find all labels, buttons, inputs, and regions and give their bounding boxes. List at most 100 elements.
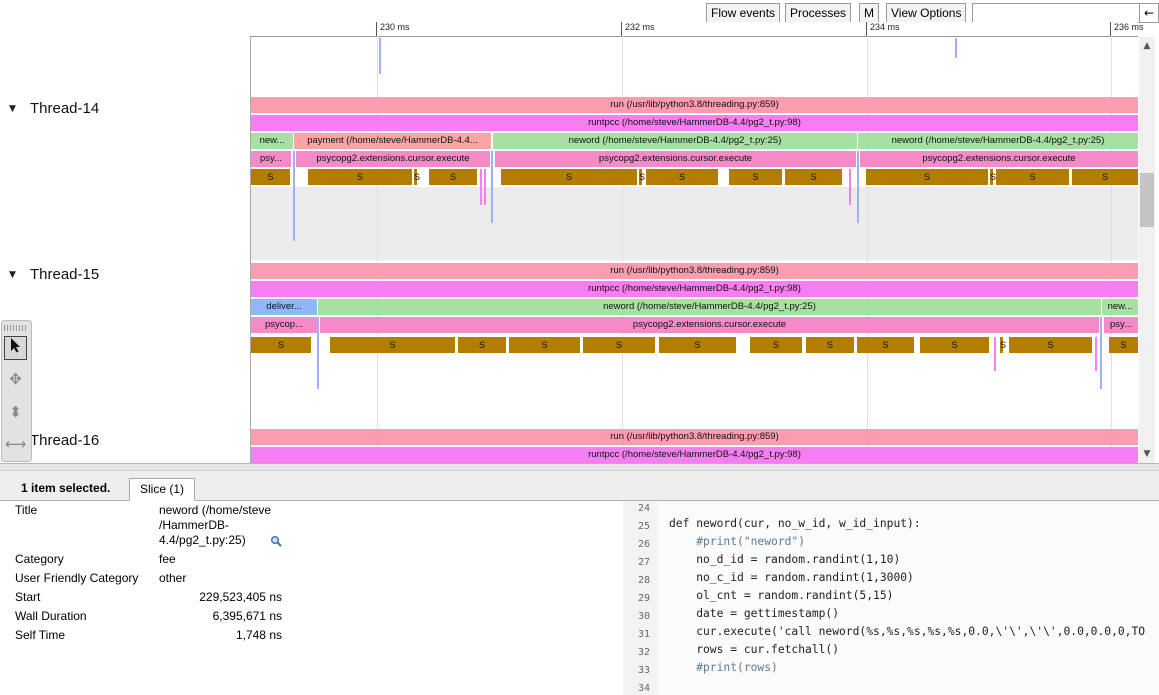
slice-sleep[interactable]: S (330, 337, 455, 353)
slice-sleep[interactable]: S (785, 169, 842, 185)
slice-neword[interactable]: new... (1102, 299, 1138, 315)
slice-neword[interactable]: new... (251, 133, 293, 149)
slice-sleep[interactable]: S (857, 337, 914, 353)
line-number: 27 (637, 557, 650, 568)
user-friendly-category-label: User Friendly Category (15, 571, 139, 585)
scrollbar-thumb[interactable] (1140, 173, 1154, 227)
title-value-line[interactable]: neword (/home/steve (159, 503, 272, 517)
line-number: 26 (637, 539, 650, 550)
slice-sleep[interactable]: S (414, 169, 420, 185)
event-mark (484, 169, 486, 205)
ruler-tick: 236 ms (1110, 22, 1144, 36)
slice-sleep[interactable]: S (996, 169, 1069, 185)
slice-execute[interactable]: psy... (251, 151, 291, 167)
slice-runtpcc[interactable]: runtpcc (/home/steve/HammerDB-4.4/pg2_t.… (251, 447, 1138, 463)
slice-payment[interactable]: payment (/home/steve/HammerDB-4.4... (294, 133, 491, 149)
slice-sleep[interactable]: S (990, 169, 996, 185)
event-mark (379, 38, 381, 74)
line-number: 31 (637, 629, 650, 640)
slice-sleep[interactable]: S (646, 169, 718, 185)
code-line: #print(rows) (669, 661, 778, 674)
slice-deliver[interactable]: deliver... (251, 299, 317, 315)
slice-sleep[interactable]: S (866, 169, 988, 185)
flow-events-button[interactable]: Flow events (706, 3, 781, 23)
event-mark (849, 169, 851, 205)
line-number: 24 (637, 503, 650, 514)
slice-neword[interactable]: neword (/home/steve/HammerDB-4.4/pg2_t.p… (493, 133, 857, 149)
slice-run[interactable]: run (/usr/lib/python3.8/threading.py:859… (251, 263, 1138, 279)
slice-sleep[interactable]: S (583, 337, 655, 353)
start-value: 229,523,405 ns (199, 590, 282, 604)
code-line: ol_cnt = random.randint(5,15) (669, 589, 894, 602)
palette-grip[interactable] (4, 325, 28, 331)
arrow-left-icon: ← (1143, 6, 1155, 20)
source-gutter (623, 501, 658, 695)
event-mark (317, 317, 319, 389)
selection-count: 1 item selected. (21, 481, 111, 495)
event-mark (1095, 337, 1097, 371)
slice-execute[interactable]: psy... (1104, 317, 1138, 333)
slice-sleep[interactable]: S (750, 337, 802, 353)
code-line: def neword(cur, no_w_id, w_id_input): (669, 517, 921, 530)
view-options-button[interactable]: View Options (886, 3, 967, 23)
category-label: Category (15, 552, 64, 566)
collapse-thread-15-icon[interactable]: ▼ (9, 270, 16, 280)
slice-sleep[interactable]: S (1072, 169, 1138, 185)
slice-sleep[interactable]: S (729, 169, 782, 185)
slice-execute[interactable]: psycopg2.extensions.cursor.execute (320, 317, 1099, 333)
vertical-scrollbar[interactable] (1139, 37, 1155, 463)
title-value-line[interactable]: /HammerDB- (159, 518, 230, 532)
collapse-thread-14-icon[interactable]: ▼ (9, 104, 16, 114)
slice-sleep[interactable]: S (458, 337, 506, 353)
slice-sleep[interactable]: S (509, 337, 580, 353)
time-ruler (250, 22, 1138, 37)
slice-execute[interactable]: psycopg2.extensions.cursor.execute (860, 151, 1138, 167)
line-number: 32 (637, 647, 650, 658)
slice-neword[interactable]: neword (/home/steve/HammerDB-4.4/pg2_t.p… (318, 299, 1101, 315)
code-line: cur.execute('call neword(%s,%s,%s,%s,%s,… (669, 625, 1146, 638)
slice-sleep[interactable]: S (429, 169, 477, 185)
slice-run[interactable]: run (/usr/lib/python3.8/threading.py:859… (251, 97, 1138, 113)
slice-execute[interactable]: psycopg2.extensions.cursor.execute (495, 151, 856, 167)
wall-duration-value: 6,395,671 ns (212, 609, 282, 623)
scroll-down-icon[interactable]: ▼ (1143, 449, 1151, 459)
scroll-up-icon[interactable]: ▲ (1143, 41, 1151, 51)
search-input[interactable] (972, 3, 1140, 23)
slice-runtpcc[interactable]: runtpcc (/home/steve/HammerDB-4.4/pg2_t.… (251, 281, 1138, 297)
metadata-button[interactable]: M (859, 3, 879, 23)
line-number: 25 (637, 521, 650, 532)
slice-sleep[interactable]: S (1000, 337, 1006, 353)
event-mark (1100, 317, 1102, 389)
search-prev-button[interactable]: ← (1140, 3, 1159, 23)
slice-sleep[interactable]: S (1009, 337, 1092, 353)
slice-sleep[interactable]: S (251, 337, 311, 353)
slice-sleep[interactable]: S (251, 169, 290, 185)
slice-sleep[interactable]: S (308, 169, 412, 185)
slice-sleep[interactable]: S (1109, 337, 1138, 353)
pan-tool-icon[interactable]: ✥ (9, 370, 22, 388)
timing-tool-icon[interactable]: ⟷ (4, 435, 27, 453)
zoom-tool-icon[interactable]: ⬍ (9, 403, 22, 421)
slice-execute[interactable]: psycopg2.extensions.cursor.execute (296, 151, 490, 167)
slice-sleep[interactable]: S (806, 337, 854, 353)
grid-line (867, 36, 868, 463)
line-number: 28 (637, 575, 650, 586)
select-tool-icon[interactable] (4, 336, 27, 360)
wall-duration-label: Wall Duration (15, 609, 87, 623)
processes-button[interactable]: Processes (785, 3, 852, 23)
slice-sleep[interactable]: S (659, 337, 736, 353)
code-line: rows = cur.fetchall() (669, 643, 840, 656)
title-value-line[interactable]: 4.4/pg2_t.py:25) (159, 533, 246, 547)
magnifier-icon[interactable] (270, 535, 282, 547)
panel-splitter[interactable] (0, 463, 1159, 471)
line-number: 34 (637, 683, 650, 694)
slice-sleep[interactable]: S (501, 169, 637, 185)
slice-neword[interactable]: neword (/home/steve/HammerDB-4.4/pg2_t.p… (858, 133, 1138, 149)
slice-sleep[interactable]: S (639, 169, 645, 185)
grid-line (1111, 36, 1112, 463)
slice-execute[interactable]: psycop... (251, 317, 317, 333)
slice-runtpcc[interactable]: runtpcc (/home/steve/HammerDB-4.4/pg2_t.… (251, 115, 1138, 131)
slice-run[interactable]: run (/usr/lib/python3.8/threading.py:859… (251, 429, 1138, 445)
tab-slice[interactable]: Slice (1) (129, 478, 196, 501)
slice-sleep[interactable]: S (920, 337, 989, 353)
